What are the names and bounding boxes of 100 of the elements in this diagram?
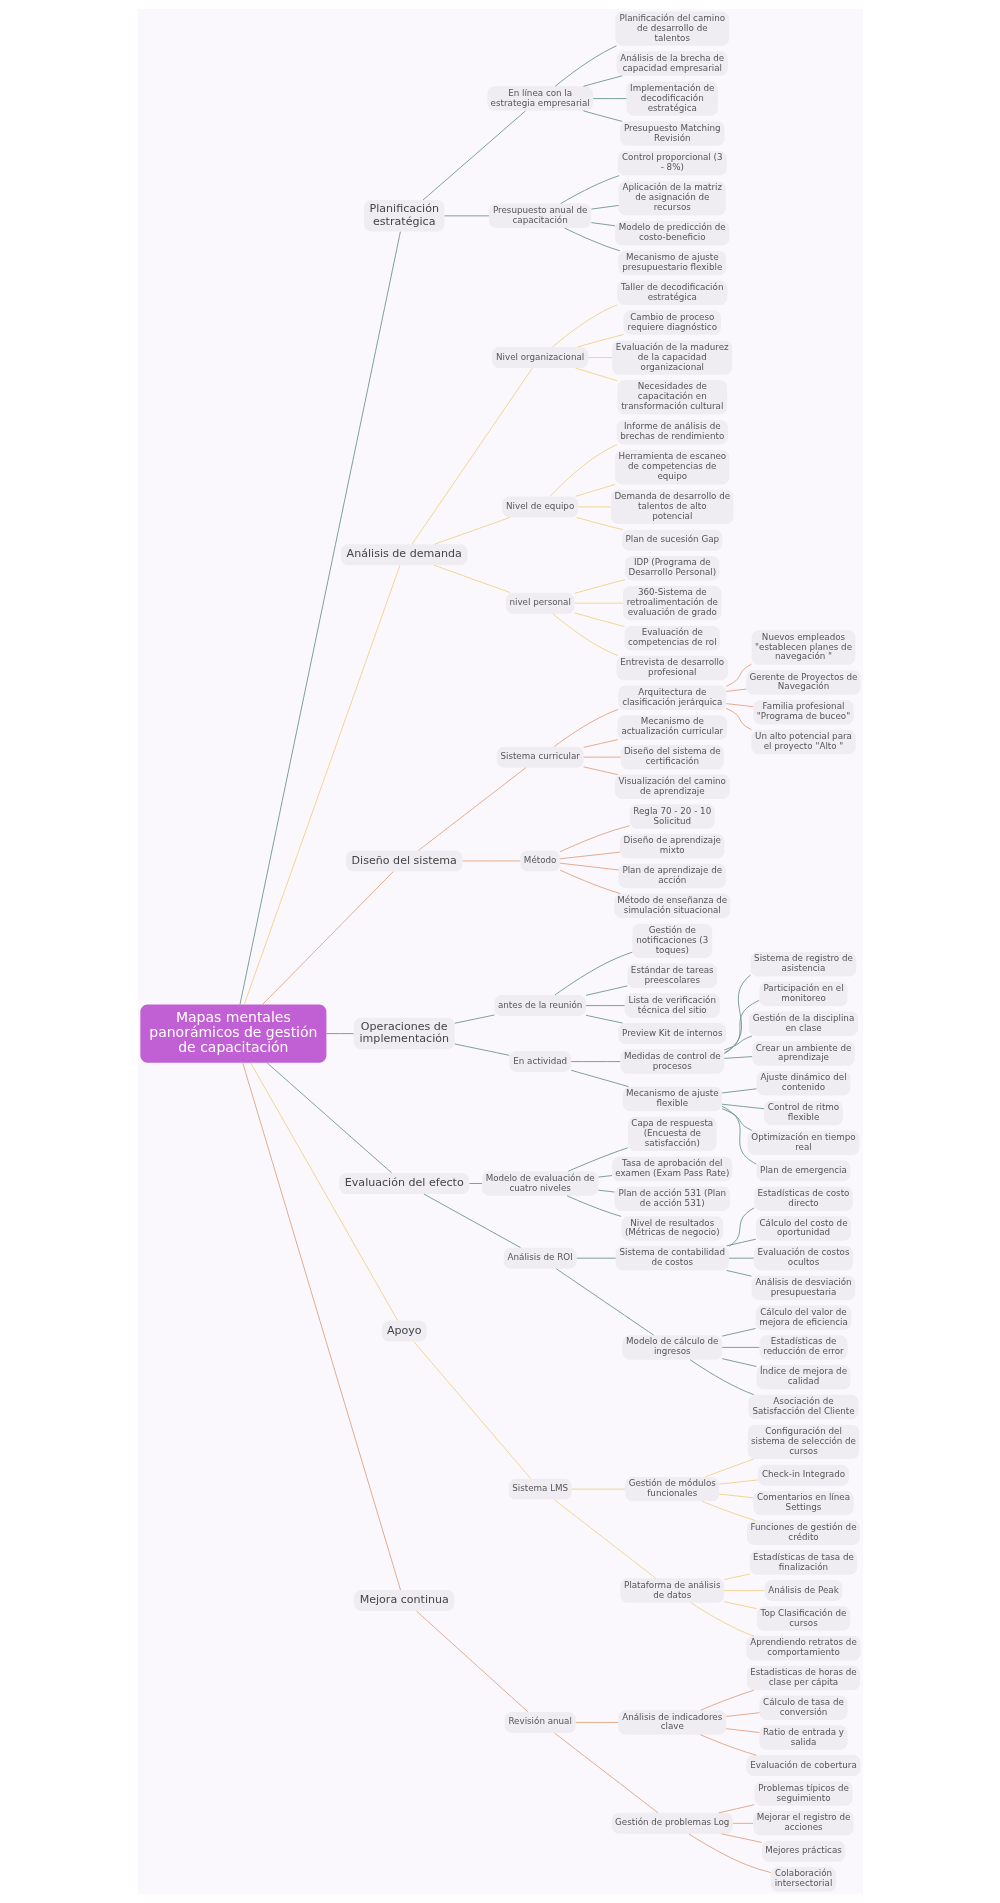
connector	[261, 871, 394, 1005]
connector	[574, 367, 618, 382]
connector	[721, 1105, 757, 1165]
connector	[689, 1602, 754, 1637]
node-box: Planificación del camino de desarrollo de talentos	[614, 11, 729, 46]
node-box: Top Clasificación de cursos	[756, 1606, 850, 1631]
node-box: Ratio de entrada y salida	[758, 1725, 848, 1750]
node-box: Modelo de cálculo de ingresos	[621, 1335, 722, 1360]
connector	[723, 1573, 750, 1580]
connector	[549, 444, 618, 497]
node-box: Entrevista de desarrollo profesional	[616, 655, 728, 681]
node-box: Plan de sucesión Gap	[621, 529, 722, 551]
node-box: Plan de aprendizaje de acción	[618, 863, 726, 889]
node-box: Planificación estratégica	[363, 200, 444, 232]
node-box: 360-Sistema de retroalimentación de evaluación de grado	[622, 585, 722, 621]
connector	[461, 860, 521, 862]
connector	[566, 1195, 622, 1217]
node-box: Evaluación de costos ocultos	[753, 1245, 853, 1271]
node-box: Estadísticas de reducción de error	[758, 1335, 848, 1360]
connector	[721, 1328, 756, 1337]
connector	[443, 215, 489, 217]
connector	[582, 110, 623, 122]
connector	[585, 1014, 623, 1024]
connector	[573, 579, 625, 594]
connector	[728, 1207, 755, 1247]
node-box: Sistema curricular	[496, 746, 584, 768]
connector	[723, 1056, 753, 1059]
connector	[573, 602, 623, 604]
connector	[453, 1014, 495, 1024]
connector	[563, 227, 620, 252]
connector	[576, 334, 624, 348]
connector	[721, 1346, 760, 1348]
connector	[704, 1458, 754, 1478]
node-box: Control proporcional (3 - 8%)	[617, 151, 727, 176]
node-box: Cambio de proceso requiere diagnóstico	[623, 310, 721, 335]
connector	[592, 98, 627, 100]
connector	[422, 1193, 521, 1248]
node-box: Mecanismo de ajuste flexible	[622, 1086, 722, 1112]
node-box: Participación en el monitoreo	[758, 981, 848, 1007]
node-box: Sistema LMS	[508, 1478, 572, 1500]
connector	[717, 1804, 755, 1814]
node-box: Operaciones de implementación	[353, 1017, 455, 1050]
node-box: Diseño de aprendizaje mixto	[619, 834, 724, 859]
node-box: Análisis de ROI	[503, 1247, 577, 1269]
node-box: Estadisticas de horas de clase per cápita	[746, 1665, 860, 1691]
node-box: Control de ritmo flexible	[763, 1100, 843, 1126]
node-box: Estadísticas de costo directo	[753, 1186, 853, 1211]
connector	[551, 613, 618, 657]
connector	[582, 766, 618, 776]
node-box: antes de la reunión	[493, 995, 586, 1017]
node-box: Sistema de contabilidad de costos	[615, 1245, 729, 1271]
node-box: Análisis de la brecha de capacidad empresarial	[616, 51, 728, 76]
node-box: Un alto potencial para el proyecto "Alto "	[750, 729, 856, 755]
node-box: Capa de respuesta (Encuesta de satisfacción)	[627, 1116, 717, 1152]
node-box: Revisión anual	[504, 1711, 576, 1733]
node-box: Regla 70 - 20 - 10 Solicitud	[629, 804, 715, 829]
node-box: Gerente de Proyectos de Navegación	[745, 670, 861, 695]
connector	[412, 1341, 531, 1479]
node-box: Cálculo del valor de mejora de eficiencia	[755, 1305, 851, 1330]
node-box: Arquitectura de clasificación jerárquica	[617, 685, 726, 710]
node-box: Mapas mentales panorámicos de gestión de capacitación	[139, 1004, 326, 1063]
node-box: Problemas típicos de seguimiento	[754, 1781, 852, 1806]
node-box: Sistema de registro de asistencia	[750, 951, 856, 977]
connector	[555, 1268, 654, 1336]
node-box: Diseño del sistema de certificación	[620, 744, 724, 770]
connector	[559, 175, 620, 204]
node-box: Diseño del sistema	[345, 850, 463, 872]
connector	[582, 756, 621, 758]
connector	[720, 1833, 762, 1843]
node-box: Modelo de evaluación de cuatro niveles	[481, 1171, 598, 1196]
node-box: Nivel de equipo	[501, 496, 578, 518]
node-box: Nivel organizacional	[491, 347, 588, 369]
node-box: Familia profesional "Programa de buceo"	[752, 699, 854, 725]
connector	[725, 1238, 756, 1247]
connector	[559, 869, 621, 895]
connector	[597, 1189, 615, 1193]
connector	[577, 506, 611, 508]
connector	[433, 517, 510, 545]
node-box: Mecanismo de actualización curricular	[616, 715, 727, 740]
connector	[701, 1500, 756, 1522]
node-box: Mejorar el registro de acciones	[752, 1811, 854, 1836]
connector	[554, 951, 633, 996]
node-box: Taller de decodificación estratégica	[616, 280, 727, 306]
node-box: Nivel de resultados (Métricas de negocio)	[620, 1216, 723, 1241]
connector	[241, 1062, 401, 1591]
node-box: Check-in Integrado	[757, 1464, 849, 1486]
node-box: Tasa de aprobación del examen (Exam Pass Rate)	[611, 1156, 732, 1182]
node-box: Demanda de desarrollo de talentos de alto potencial	[610, 489, 733, 525]
node-box: Análisis de desviación presupuestaria	[751, 1275, 855, 1301]
connector	[574, 483, 615, 497]
connector	[725, 1270, 752, 1277]
connector	[239, 231, 401, 1005]
node-box: Método	[519, 850, 560, 872]
node-box: Presupuesto Matching Revisión	[619, 121, 724, 146]
connector	[725, 707, 752, 731]
connector	[587, 357, 612, 359]
node-box: Gestión de módulos funcionales	[624, 1476, 719, 1502]
connector	[732, 1822, 754, 1824]
node-box: Evaluación del efecto	[338, 1173, 469, 1194]
connector	[243, 564, 400, 1005]
